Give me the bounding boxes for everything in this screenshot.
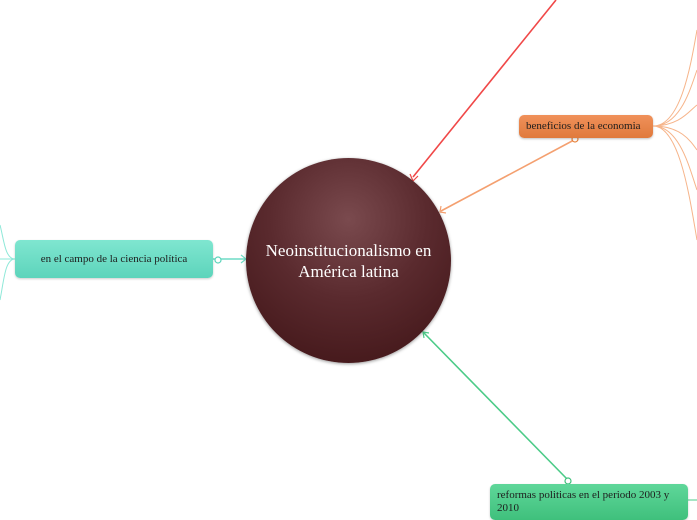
connector-orange-arrow xyxy=(439,205,447,214)
topic-campo-label: en el campo de la ciencia política xyxy=(40,252,188,265)
connector-green xyxy=(423,332,569,481)
topic-beneficios[interactable]: beneficios de la economia xyxy=(519,115,653,138)
connector-orange xyxy=(440,139,575,212)
topic-beneficios-label: beneficios de la economia xyxy=(526,120,641,132)
connector-teal-handle[interactable] xyxy=(214,256,222,264)
left-subtopic-branches xyxy=(0,224,16,301)
connector-green-arrow xyxy=(422,331,430,339)
connector-red xyxy=(412,0,557,178)
central-topic[interactable]: Neoinstitucionalismo en América latina xyxy=(246,158,451,363)
topic-reformas-label: reformas politicas en el periodo 2003 y … xyxy=(497,489,670,514)
subtopic-branches xyxy=(652,29,697,241)
topic-campo-ciencia-politica[interactable]: en el campo de la ciencia política xyxy=(15,240,213,278)
topic-reformas-politicas[interactable]: reformas politicas en el periodo 2003 y … xyxy=(490,484,688,520)
central-topic-title: Neoinstitucionalismo en América latina xyxy=(265,240,432,281)
